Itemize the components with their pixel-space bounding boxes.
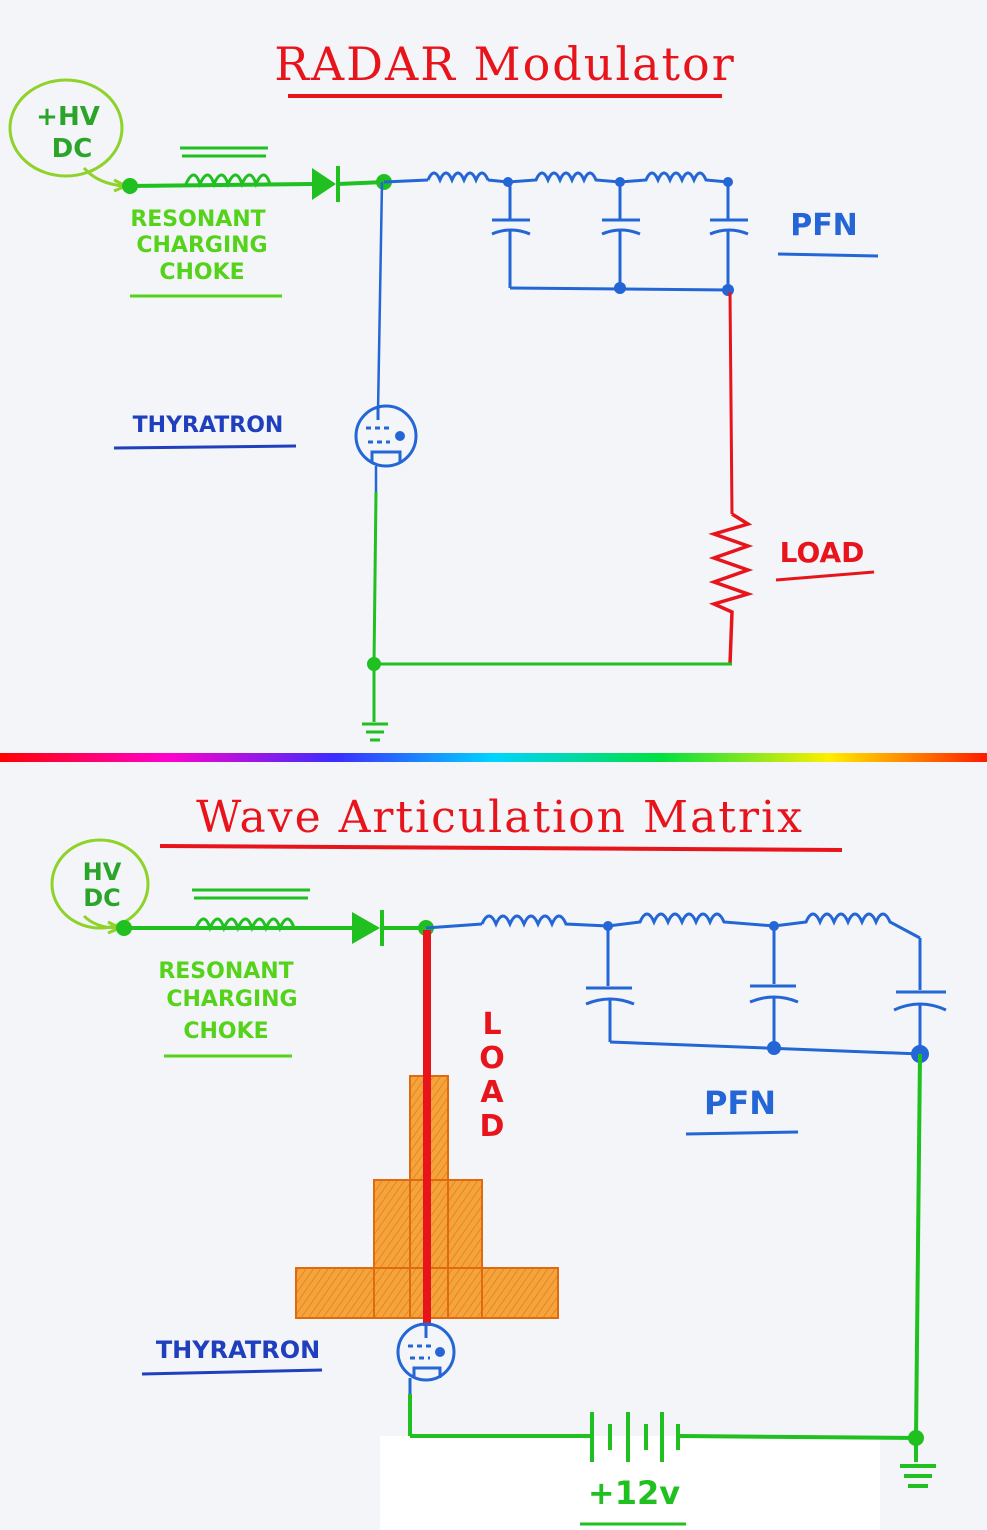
bottom-pfn-capacitor-2 xyxy=(749,926,799,1048)
bottom-pfn-capacitor-3 xyxy=(893,938,947,1054)
bottom-choke-label-2: CHARGING xyxy=(166,987,297,1012)
load-letter: L xyxy=(482,1007,501,1042)
top-source-bubble xyxy=(8,78,124,178)
top-thyratron-tube xyxy=(354,404,418,468)
bottom-pfn-capacitor-1 xyxy=(585,926,635,1042)
bottom-pfn-inductor-3 xyxy=(773,912,921,940)
top-input-node xyxy=(122,178,138,194)
load-letter: D xyxy=(480,1109,505,1144)
rainbow-divider xyxy=(0,753,987,762)
bottom-title: Wave Articulation Matrix xyxy=(196,792,804,843)
top-pfn-label: PFN xyxy=(790,208,858,243)
top-source-line1: +HV xyxy=(36,102,100,132)
bottom-pfn xyxy=(425,912,947,1063)
top-ground-symbol xyxy=(362,722,388,742)
top-pfn-inductor-3 xyxy=(619,171,729,184)
top-choke-label-3: CHOKE xyxy=(159,260,244,285)
top-pfn-inductor-2 xyxy=(507,171,621,184)
top-pfn-capacitor-2 xyxy=(601,182,641,288)
top-choke-coil xyxy=(184,173,272,189)
top-thyratron-label: THYRATRON xyxy=(133,413,284,438)
top-pfn-inductor-1 xyxy=(426,171,509,184)
bottom-diode xyxy=(352,912,380,944)
top-load-wire xyxy=(728,291,734,515)
top-source-line2: DC xyxy=(52,134,93,164)
bottom-ground-symbol xyxy=(900,1464,936,1488)
top-feed-wire xyxy=(129,182,313,188)
bottom-pfn-label: PFN xyxy=(704,1084,776,1122)
top-pfn-capacitor-3 xyxy=(709,182,749,290)
bottom-pfn-inductor-2 xyxy=(607,912,775,928)
bottom-choke-label-1: RESONANT xyxy=(158,959,293,984)
bottom-title-underline xyxy=(159,844,843,852)
bottom-source-line1: HV xyxy=(83,858,122,886)
top-load-label: LOAD xyxy=(780,536,865,569)
top-diode xyxy=(312,168,336,200)
top-pfn-capacitor-1 xyxy=(491,182,531,288)
top-pfn xyxy=(383,171,749,296)
bottom-diagram: Wave Articulation Matrix HV DC RESONANT … xyxy=(50,792,947,1530)
bottom-battery-label: +12v xyxy=(588,1474,680,1512)
top-source-arrow xyxy=(82,166,125,188)
top-title: RADAR Modulator xyxy=(274,37,735,91)
load-letter: O xyxy=(479,1041,505,1076)
top-choke-label-2: CHARGING xyxy=(136,233,267,258)
bottom-source-line2: DC xyxy=(83,884,121,912)
load-letter: A xyxy=(480,1075,504,1110)
bottom-thyratron-label: THYRATRON xyxy=(156,1336,320,1364)
bottom-battery xyxy=(590,1412,680,1462)
top-diagram: RADAR Modulator +HV DC RESONANT CHARGING… xyxy=(8,37,879,742)
bottom-input-node xyxy=(116,920,132,936)
bottom-pfn-return xyxy=(914,1053,922,1439)
top-load-resistor xyxy=(708,512,754,665)
bottom-choke-coil xyxy=(194,917,296,933)
bottom-choke-label-3: CHOKE xyxy=(183,1019,268,1044)
bottom-thyratron-tube xyxy=(396,1322,456,1382)
top-thyratron-anode-wire xyxy=(376,181,384,413)
bottom-pfn-inductor-1 xyxy=(480,914,609,928)
top-choke-label-1: RESONANT xyxy=(130,207,265,232)
bottom-load-bar xyxy=(423,930,431,1326)
bottom-source-bubble xyxy=(50,838,150,930)
